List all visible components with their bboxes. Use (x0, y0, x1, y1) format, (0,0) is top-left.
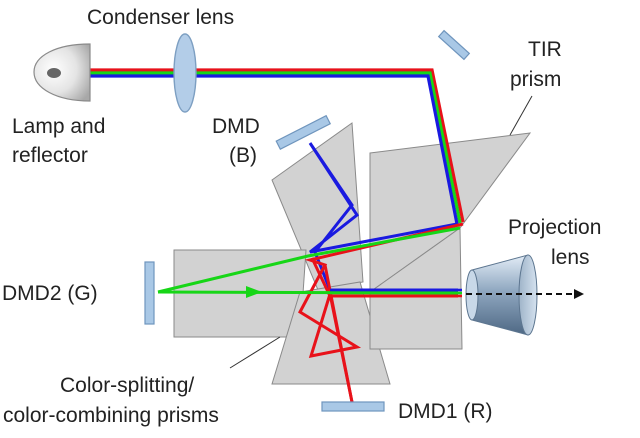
fold-mirror (437, 29, 471, 61)
dmd2-g (144, 261, 155, 325)
projection-label-line1: Projection (508, 216, 601, 239)
condenser-lens-label: Condenser lens (87, 6, 234, 29)
green-arrow-icon (246, 286, 262, 298)
lamp-label-line2: reflector (12, 144, 88, 167)
color-prisms (173, 122, 391, 385)
light-path-output (330, 288, 462, 298)
tir-label-line2: prism (510, 68, 561, 91)
dmd1-label: DMD1 (R) (398, 400, 493, 423)
color-prisms-label-line1: Color-splitting/ (60, 374, 194, 397)
tir-label-line1: TIR (528, 38, 562, 61)
projection-label-line2: lens (551, 246, 590, 269)
lamp-reflector (33, 43, 91, 102)
lamp-label-line1: Lamp and (12, 115, 105, 138)
dmd2-label: DMD2 (G) (2, 282, 98, 305)
reflector-icon (33, 43, 91, 102)
color-prisms-label-line2: color-combining prisms (3, 404, 219, 427)
tir-leader-line (509, 95, 533, 136)
color-prism-leader-line (229, 336, 281, 369)
dmd-b (275, 114, 332, 150)
condenser-lens (173, 33, 197, 113)
lamp-bulb-icon (47, 68, 61, 78)
dmd-b-label-line2: (B) (229, 144, 257, 167)
dmd-b-label-line1: DMD (212, 115, 260, 138)
dmd1-r (321, 401, 385, 412)
